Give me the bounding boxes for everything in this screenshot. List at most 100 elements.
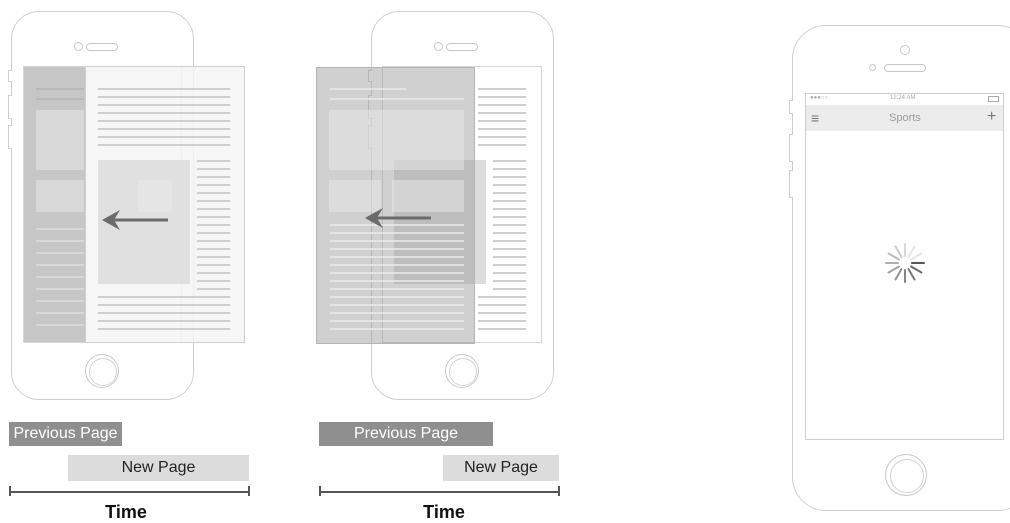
navigation-bar xyxy=(806,105,1003,131)
previous-page-text-line xyxy=(36,228,84,230)
previous-page-bar: Previous Page xyxy=(319,422,493,446)
text-line xyxy=(493,216,526,218)
time-axis-label: Time xyxy=(105,502,147,522)
previous-page-text-line xyxy=(36,88,84,90)
text-line xyxy=(98,320,230,322)
text-line xyxy=(493,280,526,282)
phone-3-sensor xyxy=(869,64,876,71)
text-line xyxy=(197,240,230,242)
text-line xyxy=(330,240,464,242)
text-line xyxy=(330,320,464,322)
text-line xyxy=(330,224,464,226)
text-line xyxy=(197,176,230,178)
phone-2-speaker xyxy=(446,43,478,51)
phone-1-side-button xyxy=(8,125,12,149)
text-line xyxy=(478,128,526,130)
text-line xyxy=(197,168,230,170)
text-line xyxy=(98,144,230,146)
text-line xyxy=(478,96,526,98)
text-line xyxy=(98,112,230,114)
text-line xyxy=(330,264,464,266)
previous-page-text-line xyxy=(36,264,84,266)
text-line xyxy=(330,256,464,258)
phone-3-home-button-inner xyxy=(890,459,924,493)
previous-page-image-block xyxy=(329,180,381,212)
text-line xyxy=(197,264,230,266)
text-line xyxy=(330,248,464,250)
spinner-spoke xyxy=(887,265,900,274)
time-axis-end-tick xyxy=(248,486,250,496)
time-axis xyxy=(9,491,249,493)
text-line xyxy=(98,120,230,122)
text-line xyxy=(197,288,230,290)
previous-page-text-line xyxy=(330,88,406,90)
text-line xyxy=(493,240,526,242)
text-line xyxy=(478,328,526,330)
text-line xyxy=(197,200,230,202)
text-line xyxy=(478,88,526,90)
phone-3-side-button xyxy=(789,100,793,114)
text-line xyxy=(478,320,526,322)
previous-page-bar: Previous Page xyxy=(9,422,122,446)
text-line xyxy=(330,280,464,282)
text-line xyxy=(493,224,526,226)
text-line xyxy=(197,232,230,234)
spinner-spoke xyxy=(907,268,916,281)
text-line xyxy=(478,296,526,298)
text-line xyxy=(197,272,230,274)
text-line xyxy=(197,160,230,162)
spinner-spoke xyxy=(887,252,900,261)
status-bar-time: 12:24 AM xyxy=(890,95,916,101)
text-line xyxy=(330,328,464,330)
text-line xyxy=(493,184,526,186)
previous-page-image-block xyxy=(329,110,464,170)
text-line xyxy=(478,312,526,314)
spinner-spoke xyxy=(894,245,903,258)
text-line xyxy=(478,112,526,114)
previous-page-text-line xyxy=(36,240,84,242)
spinner-spoke xyxy=(910,252,923,261)
previous-page-text-line xyxy=(36,288,84,290)
text-line xyxy=(493,168,526,170)
phone-2-camera xyxy=(434,42,443,51)
time-axis-label: Time xyxy=(423,502,465,522)
text-line xyxy=(98,128,230,130)
text-line xyxy=(493,192,526,194)
hamburger-menu-icon[interactable]: ≡ xyxy=(811,110,820,126)
phone-1-home-button xyxy=(85,354,119,388)
text-line xyxy=(98,312,230,314)
text-line xyxy=(98,104,230,106)
phone-3-front-camera xyxy=(900,45,910,55)
text-line xyxy=(98,304,230,306)
new-page-outline xyxy=(382,66,542,343)
new-page-bar: New Page xyxy=(68,455,249,481)
previous-page-text-line xyxy=(36,252,84,254)
spinner-spoke xyxy=(907,245,916,258)
phone-3-side-button xyxy=(789,134,793,162)
text-line xyxy=(98,88,230,90)
text-line xyxy=(493,232,526,234)
spinner-spoke xyxy=(894,268,903,281)
plus-icon[interactable]: + xyxy=(987,108,997,125)
battery-icon xyxy=(988,96,999,102)
text-line xyxy=(98,328,230,330)
phone-1-speaker xyxy=(86,43,118,51)
text-line xyxy=(493,256,526,258)
loading-spinner-icon xyxy=(885,243,925,283)
text-line xyxy=(478,136,526,138)
phone-2-side-button xyxy=(368,70,372,82)
text-line xyxy=(330,232,464,234)
text-line xyxy=(197,208,230,210)
text-line xyxy=(493,208,526,210)
new-page-image-block xyxy=(138,180,172,212)
previous-page-text-line xyxy=(36,312,84,314)
time-axis-end-tick xyxy=(558,486,560,496)
text-line xyxy=(478,120,526,122)
text-line xyxy=(197,248,230,250)
phone-3-speaker xyxy=(884,64,926,72)
text-line xyxy=(197,192,230,194)
text-line xyxy=(98,96,230,98)
text-line xyxy=(98,296,230,298)
text-line xyxy=(197,256,230,258)
previous-page-text-line xyxy=(36,300,84,302)
